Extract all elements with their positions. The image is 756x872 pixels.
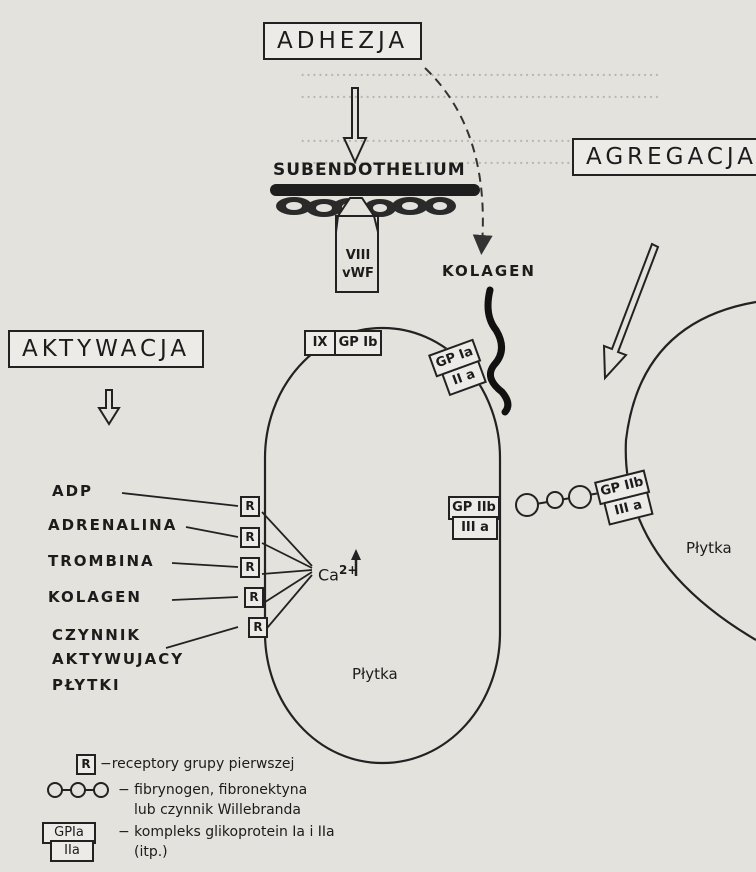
activator-aktywujacy: AKTYWUJACY [52, 650, 184, 668]
iiia-box-left: III a [452, 516, 498, 540]
calcium-charge: 2+ [339, 563, 357, 577]
platelet-right [626, 302, 756, 640]
vwf-label-viii: VIII [340, 248, 376, 263]
aktywacja-arrow [99, 390, 119, 424]
receptor-r-4: R [244, 587, 264, 608]
platelet-label-right: Płytka [686, 538, 732, 558]
legend-chain-text-2: lub czynnik Willebranda [134, 800, 301, 820]
collagen-fiber [488, 290, 508, 412]
receptor-r-3: R [240, 557, 260, 578]
adhezja-title: ADHEZJA [263, 22, 422, 60]
legend-receptor-symbol: R [76, 754, 96, 775]
legend-chain-symbol [48, 783, 108, 797]
calcium-base: Ca [318, 565, 339, 584]
activator-adp: ADP [52, 482, 93, 500]
subendothelium-band [270, 184, 480, 196]
legend-gp-box-bottom: IIa [50, 840, 94, 862]
platelet-main [265, 328, 500, 763]
legend-receptor-text: −receptory grupy pierwszej [100, 754, 294, 774]
activator-plytki: PŁYTKI [52, 676, 121, 694]
vwf-label-vwf: vWF [338, 266, 378, 281]
legend-chain-text-1: − fibrynogen, fibronektyna [118, 780, 307, 800]
aktywacja-title: AKTYWACJA [8, 330, 204, 368]
legend-gp-text-1: − kompleks glikoprotein Ia i IIa [118, 822, 335, 842]
platelet-label-main: Płytka [352, 664, 398, 684]
receptor-r-1: R [240, 496, 260, 517]
adhezja-dashed-arrow [425, 68, 483, 245]
agregacja-arrow [604, 244, 658, 378]
kolagen-label: KOLAGEN [442, 262, 536, 280]
activator-czynnik: CZYNNIK [52, 626, 141, 644]
activator-kolagen: KOLAGEN [48, 588, 142, 606]
subendothelium-label: SUBENDOTHELIUM [273, 160, 466, 180]
legend-gp-text-2: (itp.) [134, 842, 168, 862]
adhezja-arrow [344, 88, 366, 162]
gp1b-box: GP Ib [334, 330, 382, 356]
receptor-r-5: R [248, 617, 268, 638]
agregacja-title: AGREGACJA [572, 138, 756, 176]
activator-adrenalina: ADRENALINA [48, 516, 177, 534]
calcium-lines [262, 512, 312, 634]
ix-box: IX [304, 330, 336, 356]
calcium-label: Ca2+ [318, 560, 357, 585]
activator-trombina: TROMBINA [48, 552, 155, 570]
receptor-r-2: R [240, 527, 260, 548]
fibrinogen-bridge [516, 486, 591, 516]
